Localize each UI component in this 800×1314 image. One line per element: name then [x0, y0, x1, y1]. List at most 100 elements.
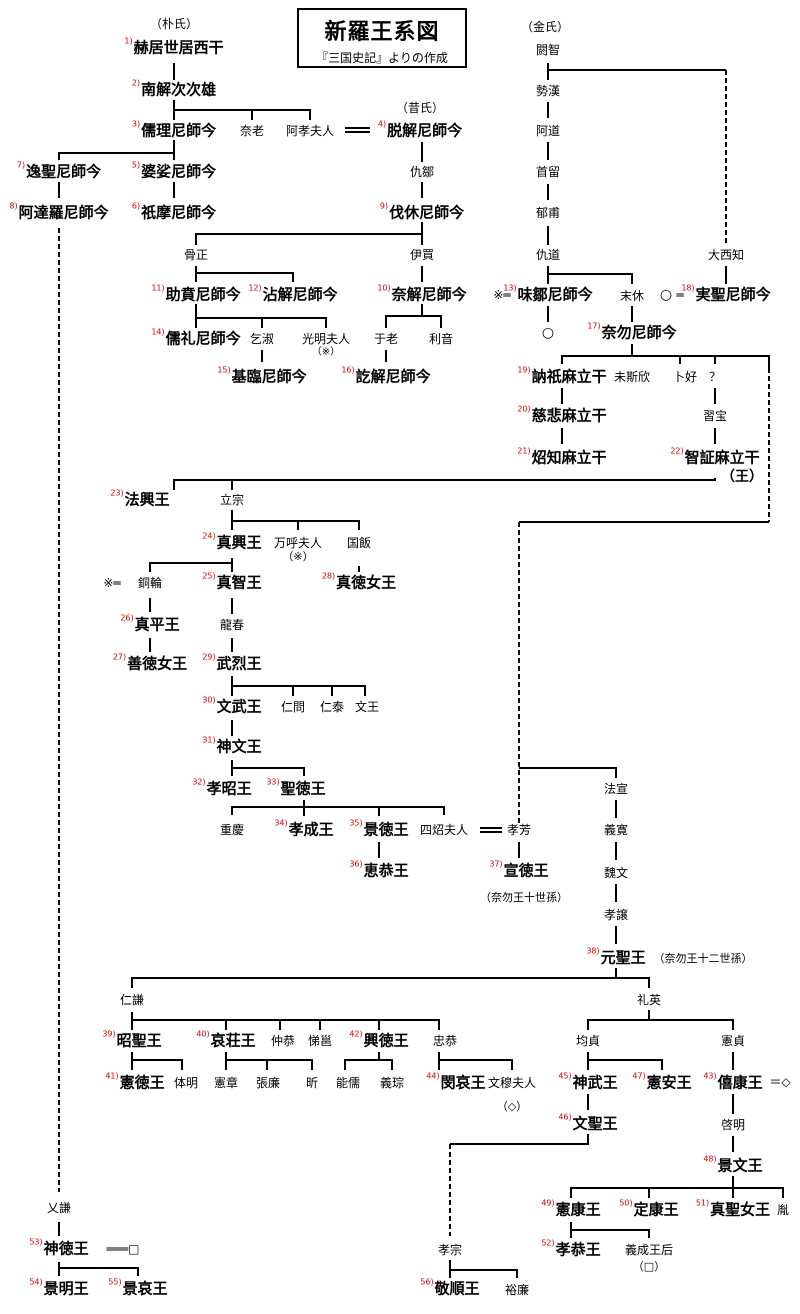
king-number: 22): [670, 446, 684, 456]
king-17: 17)奈勿尼師今: [587, 322, 676, 341]
king-number: 8): [9, 201, 18, 211]
king-1: 1)赫居世居西干: [124, 37, 224, 57]
person-matsukyu: 末休: [619, 289, 645, 303]
line-22-children: [173, 478, 716, 490]
person-chuukyo: 忠恭: [432, 1034, 458, 1048]
note-chisho: （王）: [721, 469, 763, 485]
king-25: 25)真智王: [202, 572, 261, 591]
king-name: 阿達羅尼師今: [18, 203, 109, 222]
person-gisou: 義琮: [379, 1076, 405, 1090]
clan-seok: （昔氏）: [395, 101, 445, 115]
king-number: 31): [202, 735, 216, 745]
king-3: 3)儒理尼師今: [132, 120, 216, 139]
mark-shintoku: ═══□: [106, 1242, 140, 1256]
king-number: 29): [202, 652, 216, 662]
king-name: 興徳王: [363, 1031, 409, 1050]
person-kinjo: 均貞: [575, 1034, 601, 1048]
person-chukyo: 仲恭: [270, 1034, 296, 1048]
king-39: 39)昭聖王: [102, 1030, 161, 1049]
king-number: 42): [349, 1029, 363, 1039]
note-manko: （※）: [282, 550, 314, 563]
person-gikan: 義寛: [603, 823, 629, 837]
king-name: 基臨尼師今: [231, 367, 307, 386]
king-name: 景徳王: [363, 820, 409, 839]
king-name: 祇摩尼師今: [141, 203, 217, 222]
person-shishofujin: 四炤夫人: [419, 823, 469, 837]
king-43: 43)僖康王: [703, 1072, 763, 1092]
person-ibun: 魏文: [603, 866, 629, 880]
king-name: 赫居世居西干: [133, 38, 224, 57]
king-name: 僖康王: [717, 1073, 763, 1092]
king-2: 2)南解次次雄: [132, 79, 216, 98]
person-uro: 于老: [373, 332, 399, 346]
king-name: 宣徳王: [503, 861, 549, 880]
king-number: 37): [489, 859, 503, 869]
king-number: 30): [202, 695, 216, 705]
king-number: 12): [248, 283, 262, 293]
king-40: 40)哀荘王: [196, 1030, 255, 1049]
person-ryushun: 龍春: [219, 618, 245, 632]
king-number: 46): [558, 1112, 572, 1122]
king-number: 34): [274, 818, 288, 828]
king-name: 儒礼尼師今: [165, 329, 241, 348]
king-number: 33): [266, 777, 280, 787]
person-dorin: 銅輪: [137, 576, 163, 590]
king-number: 48): [703, 1154, 717, 1164]
king-number: 6): [131, 201, 141, 211]
king-27: 27)善徳女王: [113, 653, 187, 672]
king-number: 16): [341, 365, 355, 375]
person-kokuhan: 国飯: [346, 536, 372, 550]
king-45: 45)神武王: [558, 1072, 617, 1091]
person-mankofujin: 万呼夫人: [273, 536, 323, 550]
person-keimei: 啓明: [720, 1118, 746, 1132]
king-7: 7)逸聖尼師今: [17, 161, 101, 180]
king-name: 武烈王: [216, 654, 262, 673]
person-hogi: 法宣: [603, 782, 629, 796]
king-name: 訥祇麻立干: [531, 367, 607, 386]
line-48-children: [570, 1176, 734, 1198]
king-name: 慈悲麻立干: [531, 406, 607, 425]
king-number: 19): [517, 365, 531, 375]
person-risso: 立宗: [219, 493, 245, 507]
king-name: 伐休尼師今: [389, 203, 465, 222]
chart-subtitle: 『三国史記』よりの作成: [316, 51, 448, 65]
line-jinken-children: [131, 1012, 440, 1030]
person-circle-spouse: ○: [659, 287, 673, 303]
person-jukei: 重慶: [219, 823, 245, 837]
king-number: 44): [426, 1071, 440, 1081]
title-box: 新羅王系図 『三国史記』よりの作成: [297, 8, 467, 68]
king-number: 24): [202, 531, 216, 541]
king-47: 47)憲安王: [632, 1072, 691, 1091]
line-42-children: [344, 1059, 393, 1070]
king-number: 54): [29, 1277, 43, 1287]
king-22: 22)智証麻立干: [670, 447, 759, 466]
king-name: 孝恭王: [555, 1240, 601, 1259]
person-nouju: 能儒: [335, 1076, 361, 1090]
king-name: 聖徳王: [280, 779, 326, 798]
king-19: 19)訥祇麻立干: [517, 366, 607, 386]
king-33: 33)聖徳王: [266, 778, 326, 798]
king-49: 49)憲康王: [541, 1199, 600, 1218]
person-kojo: 孝芳: [506, 823, 532, 837]
king-number: 7): [16, 160, 26, 170]
king-number: 5): [131, 160, 141, 170]
line-2-siblings: [173, 109, 311, 120]
king-name: 炤知麻立干: [531, 448, 607, 467]
king-54: 54)景明王: [29, 1278, 88, 1297]
king-18: 18)実聖尼師今: [681, 284, 770, 303]
person-akofujin: 阿孝夫人: [285, 124, 335, 138]
person-yuko: 裕廉: [504, 1283, 530, 1297]
person-unknown: ？: [708, 370, 722, 384]
king-20: 20)慈悲麻立干: [517, 405, 607, 425]
king-name: 文聖王: [572, 1114, 618, 1133]
king-21: 21)炤知麻立干: [517, 447, 607, 467]
line-41-children: [225, 1052, 313, 1070]
king-number: 43): [703, 1071, 717, 1081]
person-nairo: 奈老: [239, 124, 265, 138]
person-circle-child: ○: [541, 325, 555, 341]
king-8: 8)阿達羅尼師今: [9, 202, 109, 222]
line-chuukyo-children: [438, 1052, 513, 1070]
king-name: 元聖王: [600, 948, 646, 967]
king-6: 6)祇摩尼師今: [132, 202, 217, 222]
